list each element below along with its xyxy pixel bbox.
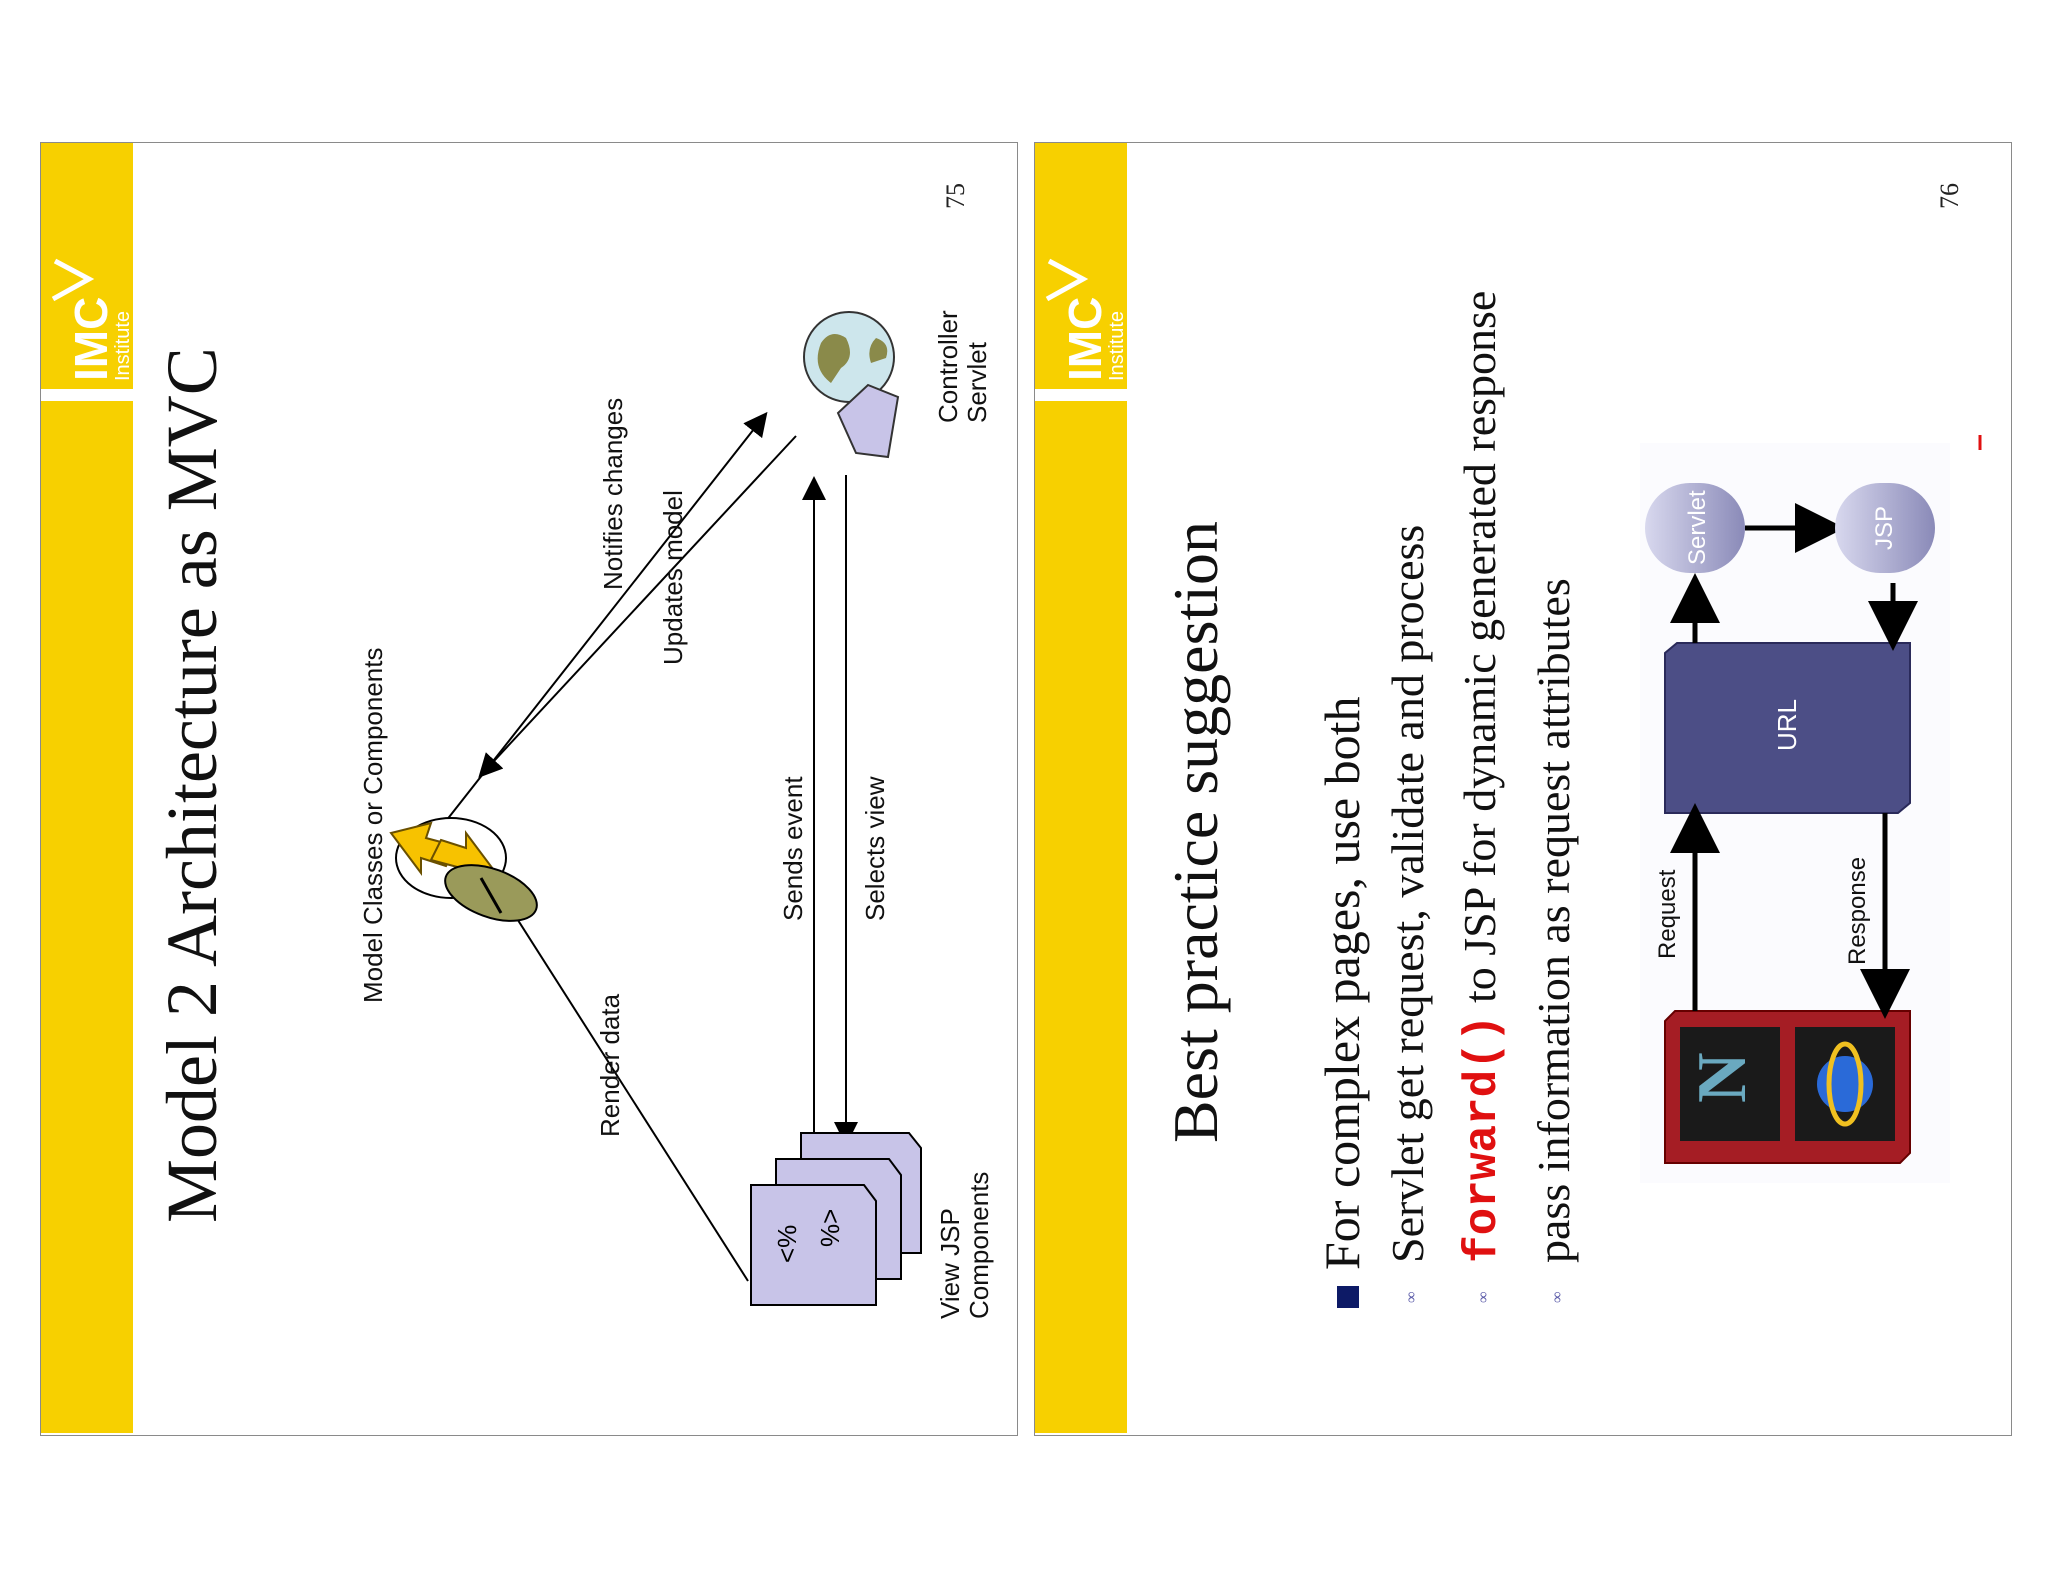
page-number: 75: [941, 183, 970, 209]
mvc-diagram: <% %>: [389, 311, 922, 1306]
browser-box: N: [1664, 1010, 1911, 1164]
selects-view-label: Selects view: [860, 776, 890, 922]
model-components-icon: [389, 817, 538, 922]
render-data-arrow: [483, 866, 749, 1282]
imc-logo: IMC Institute: [49, 255, 133, 385]
jsp-label: JSP: [1871, 505, 1898, 550]
response-label: Response: [1844, 856, 1871, 965]
render-data-label: Render data: [595, 993, 625, 1137]
servlet-cylinder: [1645, 483, 1745, 573]
updates-model-label: Updates model: [658, 490, 688, 665]
slide-75: IMC Institute Model 2 Architecture as MV…: [40, 142, 1018, 1436]
svg-text:%>: %>: [815, 1209, 845, 1247]
updates-model-arrow: [478, 435, 797, 778]
notifies-changes-label: Notifies changes: [598, 397, 628, 590]
svg-text:Institute: Institute: [1106, 311, 1127, 381]
request-label: Request: [1654, 869, 1681, 959]
slide-75-content: IMC Institute Model 2 Architecture as MV…: [41, 143, 1001, 1433]
svg-text:IMC: IMC: [65, 297, 117, 381]
view-label: View JSP Components: [935, 1171, 994, 1319]
page-number: 76: [1935, 183, 1964, 209]
url-label: URL: [1772, 698, 1802, 751]
jsp-cylinder: [1835, 483, 1935, 573]
servlet-label: Servlet: [1684, 490, 1711, 565]
slide-76-content: IMC Institute Best practice suggestion F…: [1035, 143, 1995, 1433]
svg-text:<%: <%: [772, 1225, 802, 1263]
svg-text:N: N: [1684, 1052, 1761, 1103]
jsp-pages-icon: <% %>: [750, 1132, 922, 1306]
sends-event-label: Sends event: [778, 776, 808, 921]
imc-logo: IMC Institute: [1043, 255, 1127, 385]
slide-76: IMC Institute Best practice suggestion F…: [1034, 142, 2012, 1436]
svg-text:IMC: IMC: [1059, 297, 1111, 381]
svg-text:Institute: Institute: [112, 311, 133, 381]
controller-globe-icon: [803, 311, 900, 459]
controller-label: Controller Servlet: [933, 310, 992, 423]
model-label: Model Classes or Components: [358, 647, 388, 1004]
request-flow-diagram: N: [1640, 435, 1982, 1183]
netscape-icon: [1680, 1027, 1780, 1141]
